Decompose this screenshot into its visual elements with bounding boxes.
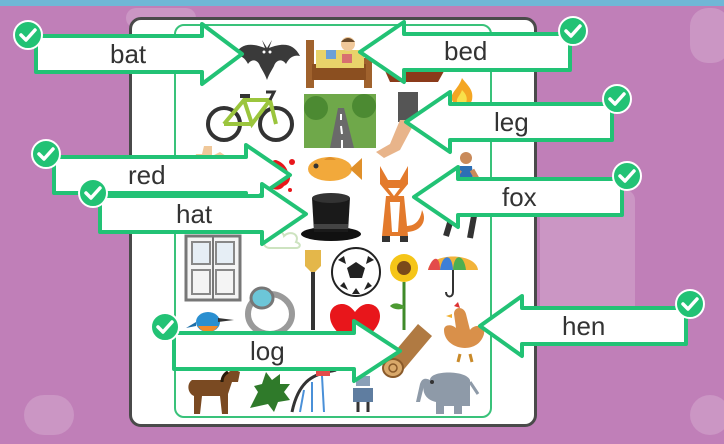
picture-robot[interactable]	[350, 374, 376, 414]
arrow-label-hen[interactable]: hen	[478, 294, 688, 358]
picture-horse[interactable]	[182, 364, 246, 416]
arrow-label-hat[interactable]: hat	[98, 182, 308, 246]
picture-bed[interactable]	[304, 34, 374, 90]
picture-umbrella[interactable]	[426, 246, 480, 300]
background-shape	[690, 8, 724, 63]
picture-holly[interactable]	[244, 362, 296, 414]
picture-log[interactable]	[378, 318, 436, 378]
arrow-label-leg[interactable]: leg	[404, 90, 614, 154]
picture-sunflower[interactable]	[386, 252, 422, 332]
picture-leg[interactable]	[374, 92, 422, 162]
check-icon	[13, 20, 43, 50]
picture-fire[interactable]	[448, 76, 476, 110]
arrow-label-fox[interactable]: fox	[412, 165, 624, 229]
arrow-word: bed	[444, 36, 488, 66]
arrow-label-bed[interactable]: bed	[358, 20, 572, 84]
arrow-word: log	[250, 336, 285, 366]
picture-rollercoaster[interactable]	[290, 364, 338, 414]
arrow-word: fox	[502, 182, 537, 212]
arrow-word: red	[128, 160, 166, 190]
picture-bicycle[interactable]	[204, 86, 296, 142]
background-shape	[24, 395, 74, 435]
check-icon	[31, 139, 61, 169]
picture-fox[interactable]	[368, 162, 430, 246]
arrow-word: bat	[110, 39, 147, 69]
picture-doors[interactable]	[184, 234, 242, 302]
picture-bat[interactable]	[232, 34, 302, 84]
picture-hen[interactable]	[434, 300, 490, 364]
check-icon	[602, 84, 632, 114]
picture-shovel[interactable]	[302, 248, 324, 332]
check-icon	[558, 16, 588, 46]
arrow-word: hen	[562, 311, 606, 341]
picture-fish[interactable]	[304, 152, 362, 186]
picture-top-hat[interactable]	[300, 190, 362, 242]
arrow-label-red[interactable]: red	[52, 143, 292, 207]
background-shape	[690, 395, 724, 435]
top-strip	[0, 0, 724, 6]
arrow-word: hat	[176, 199, 213, 229]
check-icon	[78, 178, 108, 208]
check-icon	[675, 289, 705, 319]
picture-elephant[interactable]	[416, 366, 482, 416]
picture-road[interactable]	[304, 94, 376, 148]
check-icon	[150, 312, 180, 342]
picture-football[interactable]	[330, 246, 382, 298]
arrow-label-bat[interactable]: bat	[34, 22, 244, 86]
arrow-word: leg	[494, 107, 529, 137]
arrow-label-log[interactable]: log	[172, 319, 402, 383]
check-icon	[612, 161, 642, 191]
